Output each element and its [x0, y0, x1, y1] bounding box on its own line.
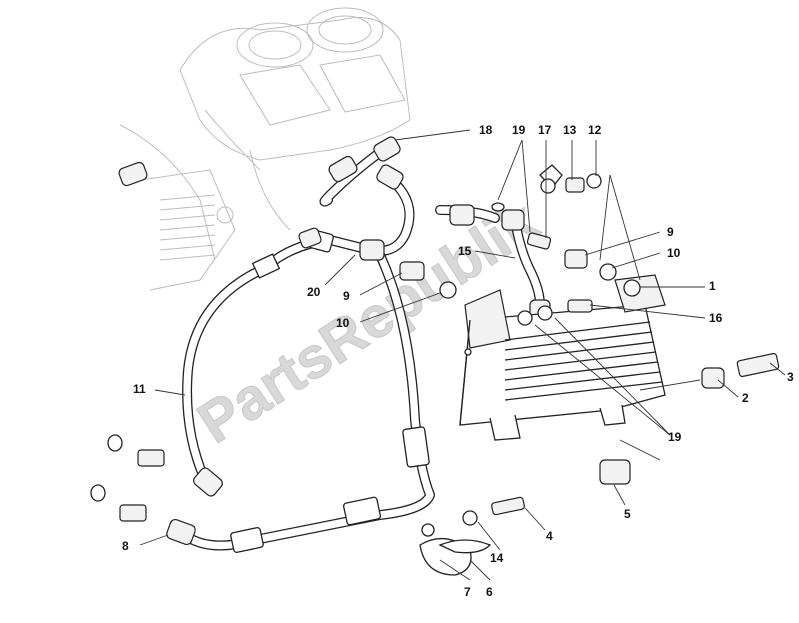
callout-5: 5	[624, 507, 631, 521]
callout-12: 12	[588, 123, 602, 137]
callout-8: 8	[122, 539, 129, 553]
callout-11: 11	[133, 382, 146, 396]
leader-lines	[139, 129, 786, 581]
callout-9-right: 9	[667, 225, 674, 239]
callout-14: 14	[490, 551, 504, 565]
callout-4: 4	[546, 529, 553, 543]
callout-1: 1	[709, 279, 716, 293]
small-parts	[90, 164, 780, 576]
callout-17: 17	[538, 123, 552, 137]
callout-19-bottom: 19	[668, 430, 682, 444]
callout-10-left: 10	[336, 316, 350, 330]
callout-2: 2	[742, 391, 749, 405]
callout-6: 6	[486, 585, 493, 599]
callout-10-right: 10	[667, 246, 681, 260]
hose-fittings	[118, 136, 551, 546]
callout-labels: 18 19 17 13 12 9 10 15 1 16 20 9 10 11 3…	[122, 123, 794, 599]
callout-7: 7	[464, 585, 471, 599]
callout-18: 18	[479, 123, 493, 137]
oil-hoses	[177, 140, 545, 553]
callout-20: 20	[307, 285, 321, 299]
callout-3: 3	[787, 370, 794, 384]
callout-9-left: 9	[343, 289, 350, 303]
oil-cooler-radiator	[459, 274, 666, 441]
callout-16: 16	[709, 311, 723, 325]
callout-15: 15	[458, 244, 472, 258]
engine-background	[119, 7, 411, 291]
callout-19-top: 19	[512, 123, 526, 137]
callout-13: 13	[563, 123, 577, 137]
